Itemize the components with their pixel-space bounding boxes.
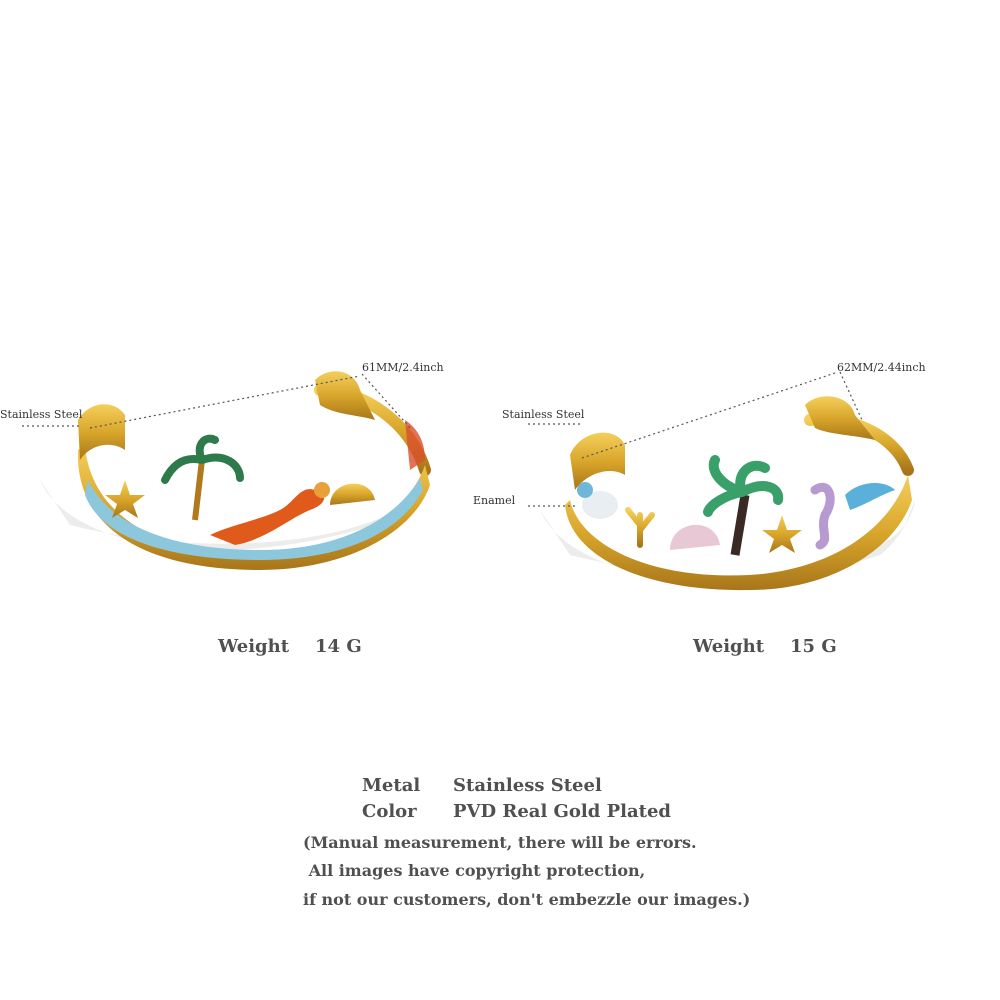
spec-color-value: PVD Real Gold Plated: [453, 801, 672, 822]
right-weight-value: 15 G: [790, 636, 837, 657]
spec-metal-value: Stainless Steel: [453, 775, 602, 796]
bracelet-left-image: [40, 371, 431, 570]
right-material-label: Stainless Steel: [502, 408, 585, 421]
right-weight: Weight 15 G: [693, 636, 837, 657]
right-enamel-label: Enamel: [473, 494, 516, 507]
left-weight: Weight 14 G: [218, 636, 362, 657]
spec-color-key: Color: [362, 801, 417, 822]
bracelet-right-image: [540, 396, 915, 591]
left-leader-lines: [22, 373, 413, 431]
right-leader-lines: [528, 371, 863, 507]
spec-metal-row: Metal Stainless Steel: [362, 775, 602, 796]
spec-color-row: Color PVD Real Gold Plated: [362, 801, 671, 822]
note-line-1: (Manual measurement, there will be error…: [303, 833, 697, 852]
left-weight-value: 14 G: [315, 636, 362, 657]
right-size-label: 62MM/2.44inch: [837, 361, 926, 374]
note-line-3: if not our customers, don't embezzle our…: [303, 890, 751, 909]
right-weight-label: Weight: [693, 636, 765, 657]
spec-metal-key: Metal: [362, 775, 421, 796]
left-size-label: 61MM/2.4inch: [362, 361, 444, 374]
note-line-2: All images have copyright protection,: [303, 861, 646, 880]
left-weight-label: Weight: [218, 636, 290, 657]
left-material-label: Stainless Steel: [0, 408, 83, 421]
